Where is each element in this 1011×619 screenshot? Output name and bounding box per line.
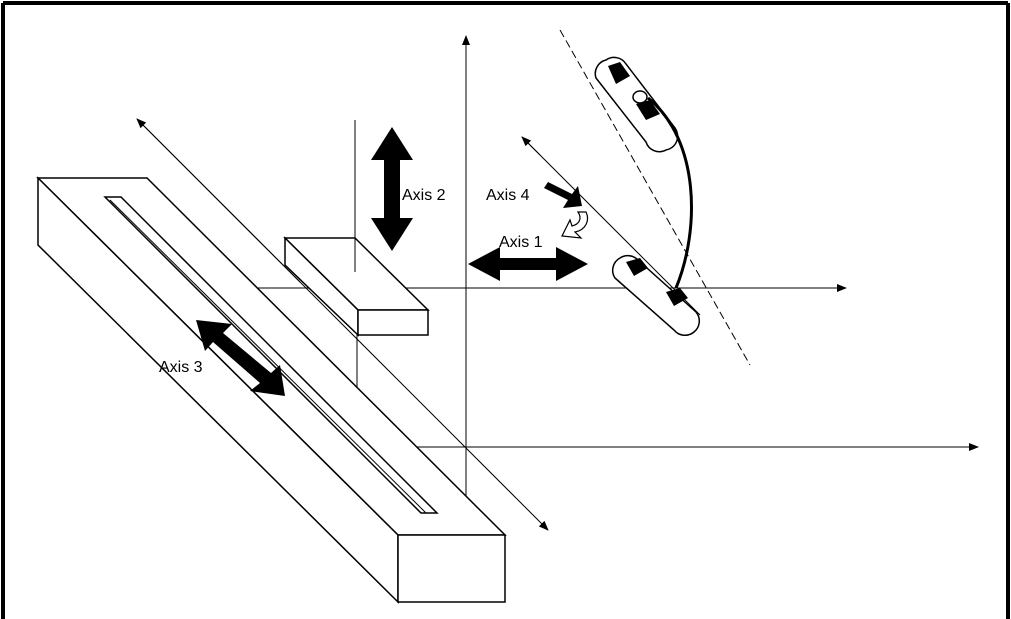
axis1-label: Axis 1 [499, 234, 543, 251]
diagonal-line-upper [521, 136, 701, 316]
diagonal-rail-line-back [136, 118, 301, 283]
tool-axis-dashed-line [559, 29, 751, 366]
tool-cable [647, 96, 693, 289]
base-rail [36, 176, 507, 604]
upper-tool-cylinder [594, 56, 679, 153]
axis4-arrow [544, 182, 582, 208]
diagonal-line-upper-arrow [521, 136, 541, 156]
axis4-rotation-arrow [561, 211, 589, 239]
lower-tool-cylinder [611, 254, 700, 336]
axis3-arrow [196, 320, 285, 396]
carriage-block [283, 236, 430, 337]
axis3-label: Axis 3 [159, 359, 203, 376]
axis4-label: Axis 4 [486, 187, 530, 204]
axis2-label: Axis 2 [402, 187, 446, 204]
rail-slot [103, 196, 439, 514]
axis2-arrow [371, 127, 413, 251]
axis1-arrow [468, 247, 588, 281]
